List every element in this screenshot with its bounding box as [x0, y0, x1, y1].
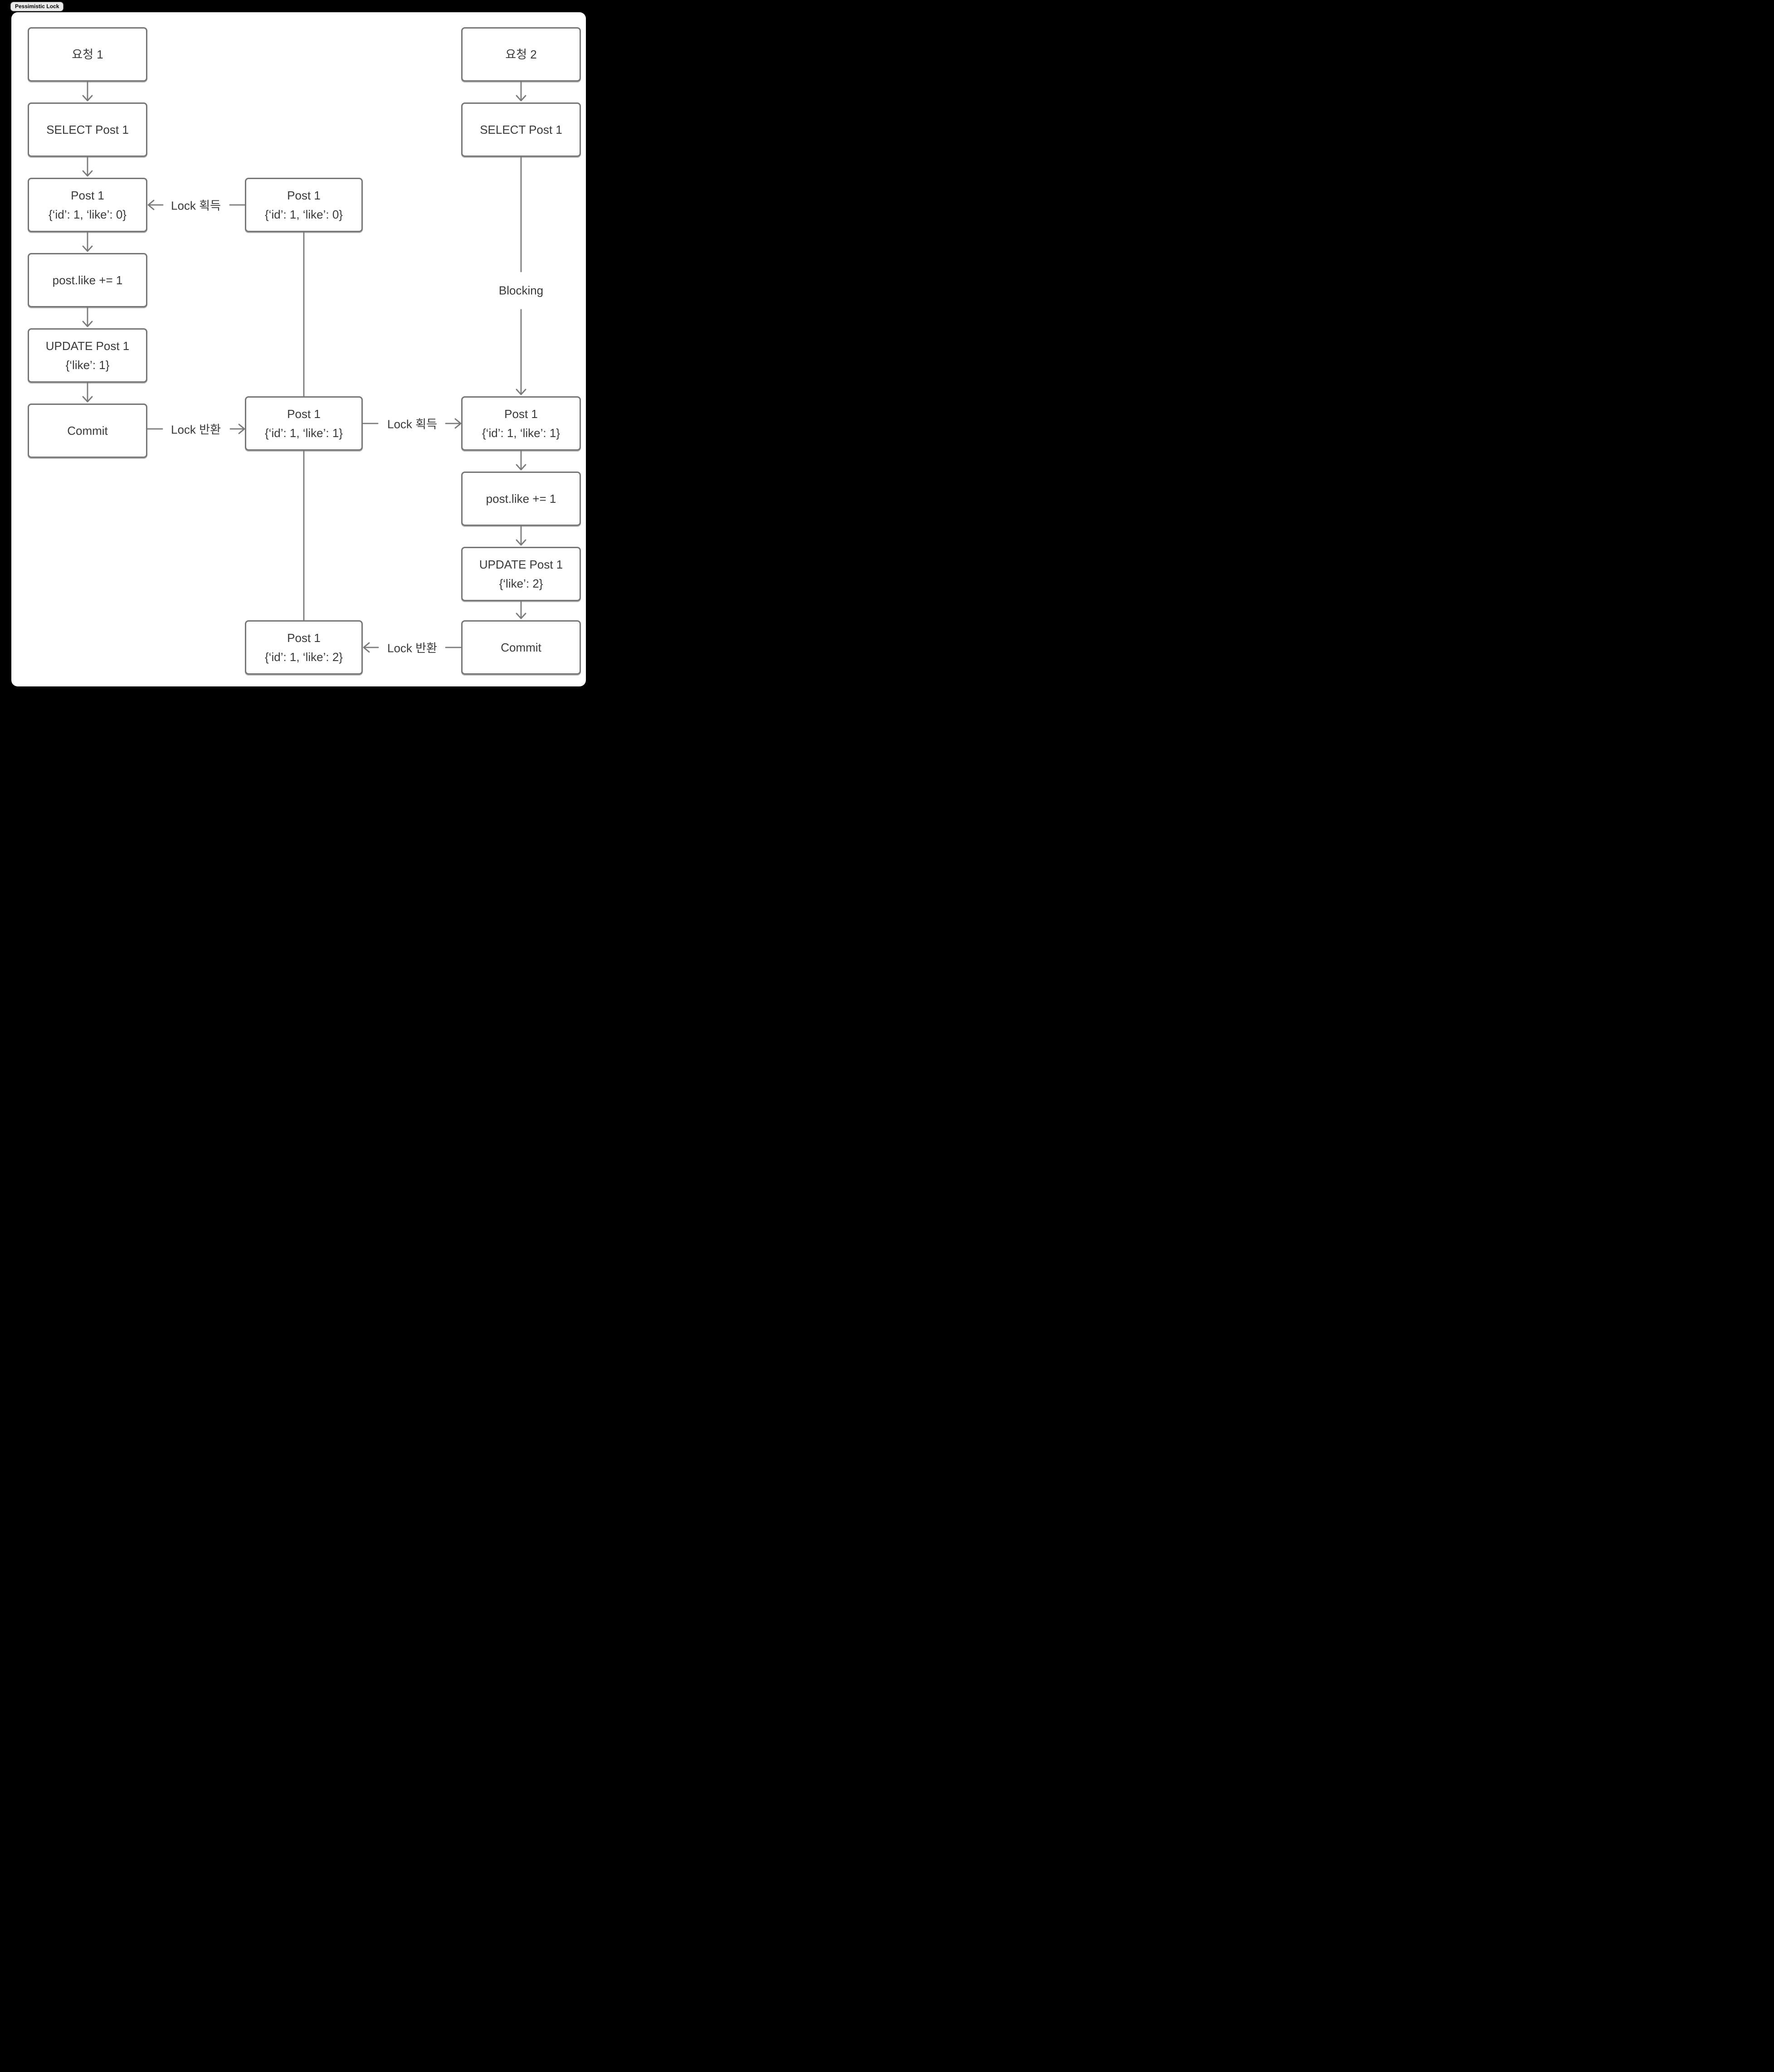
pessimistic-lock-badge: Pessimistic Lock: [10, 2, 64, 11]
node-text: Post 1: [287, 631, 321, 645]
arrow-lock-release-2: [363, 642, 379, 653]
node-text: {‘id’: 1, ‘like’: 1}: [265, 426, 343, 440]
node-db-post1-like0: Post 1 {‘id’: 1, ‘like’: 0}: [245, 178, 363, 232]
label-lock-acquire-1: Lock 획득: [169, 196, 223, 214]
arrow-lock-acquire-1: [147, 199, 164, 210]
node-request-2: 요청 2: [461, 27, 581, 82]
node-text: Commit: [67, 424, 108, 438]
label-lock-release-1: Lock 반환: [169, 420, 223, 438]
arrow-incr-to-update-req1: [82, 306, 93, 327]
arrow-select-to-post1-req1: [82, 156, 93, 177]
node-post-like-incr-req1: post.like += 1: [28, 253, 147, 307]
node-db-post1-like2: Post 1 {‘id’: 1, ‘like’: 2}: [245, 620, 363, 675]
arrow-update-to-commit-req1: [82, 382, 93, 403]
arrow-update-to-commit-req2: [516, 600, 526, 619]
node-text: {‘id’: 1, ‘like’: 1}: [482, 426, 560, 440]
label-lock-release-2: Lock 반환: [385, 639, 439, 656]
node-post1-like1-req2: Post 1 {‘id’: 1, ‘like’: 1}: [461, 396, 581, 451]
node-text: {‘id’: 1, ‘like’: 2}: [265, 650, 343, 664]
node-text: {‘id’: 1, ‘like’: 0}: [49, 208, 127, 221]
arrow-lock-acquire-2: [445, 418, 462, 429]
arrow-post1-to-incr-req2: [516, 450, 526, 471]
node-post-like-incr-req2: post.like += 1: [461, 472, 581, 526]
arrow-lock-release-1: [229, 423, 245, 434]
node-update-post1-req1: UPDATE Post 1 {‘like’: 1}: [28, 328, 147, 383]
node-text: UPDATE Post 1: [45, 339, 130, 353]
node-select-post1-req2: SELECT Post 1: [461, 102, 581, 157]
label-blocking: Blocking: [497, 283, 546, 298]
node-request-1: 요청 1: [28, 27, 147, 82]
node-commit-req1: Commit: [28, 404, 147, 458]
arrow-incr-to-update-req2: [516, 525, 526, 546]
node-text: Commit: [501, 641, 541, 654]
node-text: {‘id’: 1, ‘like’: 0}: [265, 208, 343, 221]
label-lock-acquire-2: Lock 획득: [385, 415, 439, 432]
node-text: Post 1: [287, 407, 321, 421]
node-update-post1-req2: UPDATE Post 1 {‘like’: 2}: [461, 547, 581, 601]
node-text: {‘like’: 1}: [65, 358, 110, 372]
arrow-blocking-lower: [516, 309, 526, 395]
node-text: {‘like’: 2}: [499, 577, 543, 590]
arrow-post1-to-incr-req1: [82, 231, 93, 252]
node-text: Post 1: [287, 189, 321, 202]
node-text: Post 1: [504, 407, 538, 421]
diagram-panel: 요청 1 SELECT Post 1 Post 1 {‘id’: 1, ‘lik…: [11, 12, 586, 686]
node-select-post1-req1: SELECT Post 1: [28, 102, 147, 157]
arrow-req1-to-select: [82, 81, 93, 102]
node-text: SELECT Post 1: [480, 123, 562, 136]
node-text: UPDATE Post 1: [479, 558, 563, 571]
node-text: post.like += 1: [486, 492, 556, 506]
node-text: 요청 1: [72, 48, 103, 61]
node-db-post1-like1: Post 1 {‘id’: 1, ‘like’: 1}: [245, 396, 363, 451]
node-text: post.like += 1: [52, 273, 123, 287]
node-text: SELECT Post 1: [46, 123, 129, 136]
node-text: 요청 2: [505, 48, 537, 61]
node-commit-req2: Commit: [461, 620, 581, 675]
arrow-req2-to-select: [516, 81, 526, 102]
node-post1-like0-req1: Post 1 {‘id’: 1, ‘like’: 0}: [28, 178, 147, 232]
node-text: Post 1: [71, 189, 104, 202]
